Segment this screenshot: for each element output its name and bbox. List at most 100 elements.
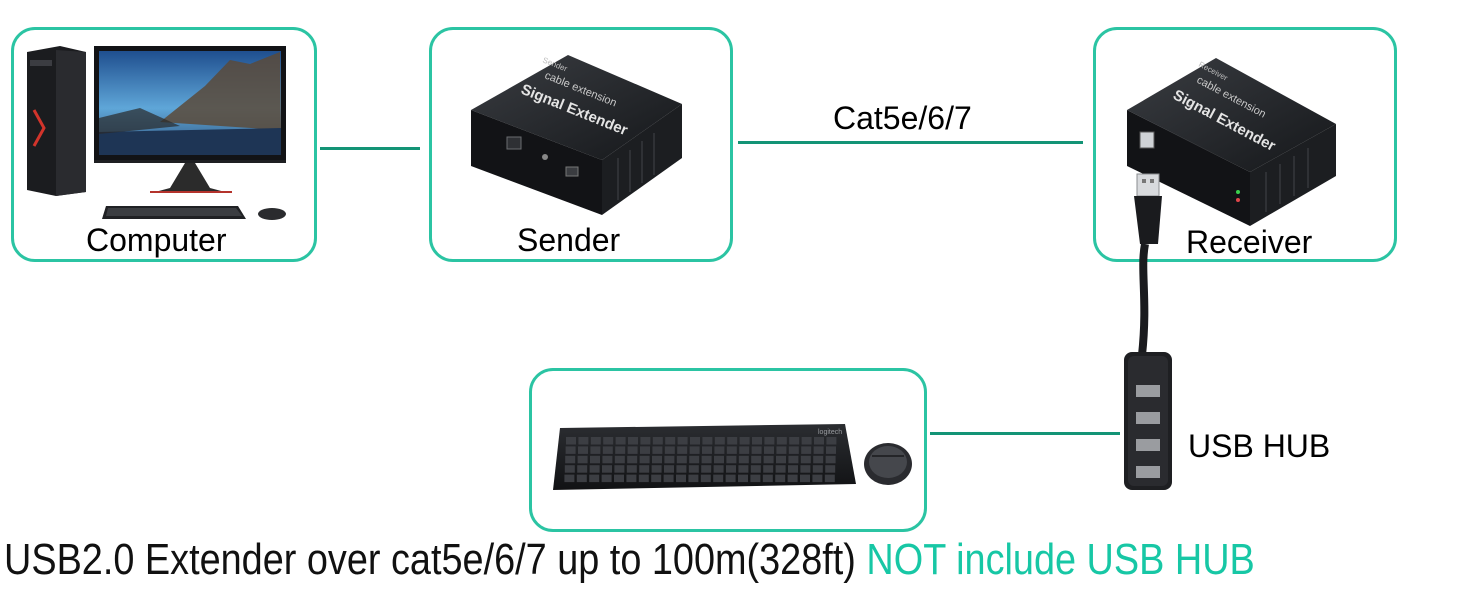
keyboard-key (614, 465, 625, 473)
keyboard-key (676, 455, 687, 464)
keyboard-key (812, 474, 823, 483)
keyboard-key (814, 437, 824, 445)
keyboard-key (800, 474, 810, 483)
receiver-device-icon: Signal Extender cable extension Receiver (1127, 58, 1336, 226)
keyboard-key (614, 474, 624, 483)
keyboard-key (702, 437, 713, 445)
pc-keyboard-icon (102, 206, 246, 219)
keyboard-key (664, 455, 675, 464)
keyboard-key (738, 455, 749, 464)
keyboard-key (725, 474, 736, 483)
keyboard-key (602, 455, 613, 464)
keyboard-key (615, 446, 626, 454)
keyboard-key (565, 455, 576, 464)
keyboard-key (788, 465, 798, 473)
keyboard-key (578, 446, 588, 454)
keyboard-key (665, 437, 676, 445)
keyboard-key (565, 446, 576, 454)
keyboard-key (652, 455, 662, 464)
keyboard-key (714, 446, 725, 454)
keyboard-key (677, 446, 688, 454)
keyboard-key (764, 437, 775, 445)
keyboard-brand: logitech (818, 429, 842, 436)
monitor-icon (94, 46, 286, 193)
keyboard-key (602, 465, 612, 473)
keyboard-key (775, 465, 786, 473)
keyboard-key (602, 446, 613, 454)
keyboard-key (825, 455, 836, 464)
keyboard-key (826, 446, 836, 454)
keyboard-key (700, 474, 711, 483)
keyboard-key (564, 465, 575, 473)
keyboard-key (764, 446, 774, 454)
keyboard-key (589, 474, 600, 483)
keyboard-key (751, 455, 762, 464)
keyboard-key (714, 455, 724, 464)
keyboard-key (677, 437, 688, 445)
sender-label: Sender (517, 222, 621, 258)
keyboard-key (676, 474, 686, 483)
keyboard-key (652, 437, 663, 445)
wire-sender-receiver (738, 141, 1083, 144)
keyboard-key (590, 455, 600, 464)
keyboard-icon: logitech (553, 424, 856, 490)
keyboard-key (626, 465, 637, 473)
mouse-icon (864, 443, 912, 485)
keyboard-key (800, 465, 811, 473)
keyboard-key (689, 455, 700, 464)
keyboard-key (750, 474, 761, 483)
keyboard-key (800, 455, 811, 464)
keyboard-key (639, 455, 650, 464)
keyboard-key (750, 465, 761, 473)
keyboard-key (589, 465, 600, 473)
keyboard-key (701, 465, 712, 473)
keyboard-key (788, 446, 799, 454)
keyboard-key (726, 455, 737, 464)
keyboard-key (626, 474, 637, 483)
keyboard-key (577, 455, 588, 464)
keyboard-key (738, 465, 749, 473)
keyboard-key (627, 455, 638, 464)
keyboard-key (664, 465, 674, 473)
headline-main: USB2.0 Extender over cat5e/6/7 up to 100… (4, 535, 856, 584)
keyboard-key (763, 455, 774, 464)
keyboard-key (689, 446, 700, 454)
keyboard-key (812, 465, 823, 473)
sender-device-icon: Signal Extender cable extension Sender (471, 55, 682, 215)
keyboard-key (615, 437, 626, 445)
keyboard-key (789, 437, 800, 445)
pc-mouse-icon (258, 208, 286, 220)
keyboard-key (762, 474, 773, 483)
keyboard-key (738, 474, 748, 483)
wire-computer-sender (320, 147, 420, 150)
keyboard-key (824, 474, 835, 483)
keyboard-key (576, 474, 587, 483)
keyboard-key (776, 437, 787, 445)
keyboard-key (640, 437, 651, 445)
keyboard-key (752, 437, 762, 445)
usb-hub-label: USB HUB (1188, 428, 1331, 464)
headline: USB2.0 Extender over cat5e/6/7 up to 100… (4, 534, 1255, 586)
headline-note: NOT include USB HUB (866, 535, 1255, 584)
keyboard-key (676, 465, 687, 473)
cable-type-label: Cat5e/6/7 (833, 100, 972, 136)
computer-label: Computer (86, 222, 227, 258)
keyboard-key (651, 474, 662, 483)
keyboard-key (787, 474, 798, 483)
keyboard-key (566, 437, 576, 445)
keyboard-key (826, 437, 837, 445)
keyboard-key (688, 465, 699, 473)
keyboard-key (701, 455, 712, 464)
keyboard-key (578, 437, 589, 445)
keyboard-key (788, 455, 799, 464)
keyboard-key (638, 474, 649, 483)
keyboard-key (702, 446, 712, 454)
keyboard-key (627, 446, 638, 454)
receiver-label: Receiver (1186, 224, 1313, 260)
keyboard-key (639, 465, 650, 473)
keyboard-key (775, 474, 786, 483)
keyboard-key (801, 446, 812, 454)
keyboard-key (577, 465, 588, 473)
keyboard-key (763, 465, 774, 473)
